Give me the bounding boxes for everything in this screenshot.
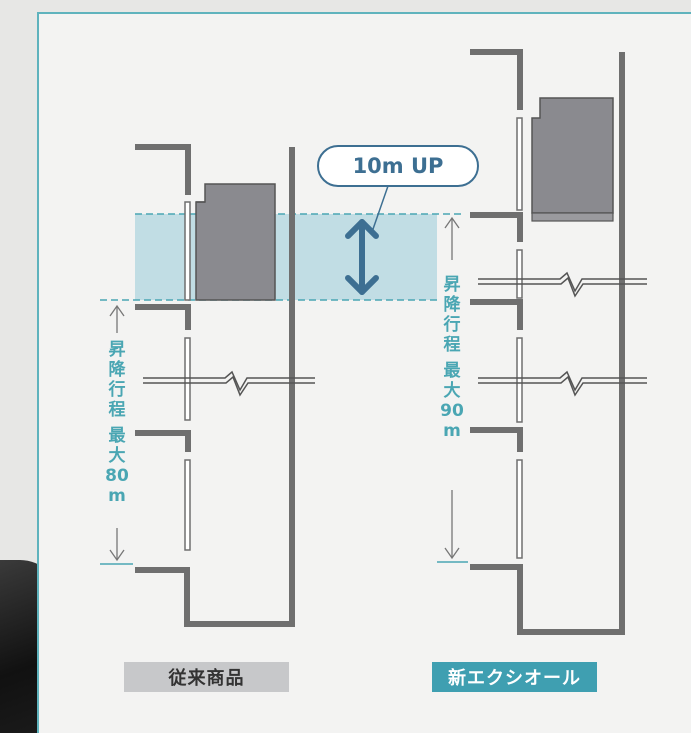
left-car bbox=[195, 183, 276, 301]
double-arrow-icon bbox=[345, 219, 379, 295]
right-car bbox=[531, 97, 614, 214]
left-shaft bbox=[135, 144, 295, 627]
break-mark-icon bbox=[143, 370, 315, 397]
right-shaft bbox=[470, 49, 625, 635]
bubble-pointer bbox=[371, 185, 389, 233]
new-product-caption: 新エクシオール bbox=[432, 662, 597, 692]
right-travel-arrows bbox=[437, 216, 468, 563]
extra-travel-band bbox=[135, 214, 437, 300]
break-mark-icon bbox=[478, 271, 647, 397]
right-doors bbox=[516, 117, 523, 559]
left-travel-label: 昇 降 行 程 最 大 80 m bbox=[105, 340, 129, 506]
old-product-caption: 従来商品 bbox=[124, 662, 289, 692]
up-badge: 10m UP bbox=[317, 145, 479, 187]
left-travel-arrows bbox=[100, 304, 133, 565]
left-doors bbox=[184, 201, 191, 551]
right-travel-label: 昇 降 行 程 最 大 90 m bbox=[440, 275, 464, 441]
